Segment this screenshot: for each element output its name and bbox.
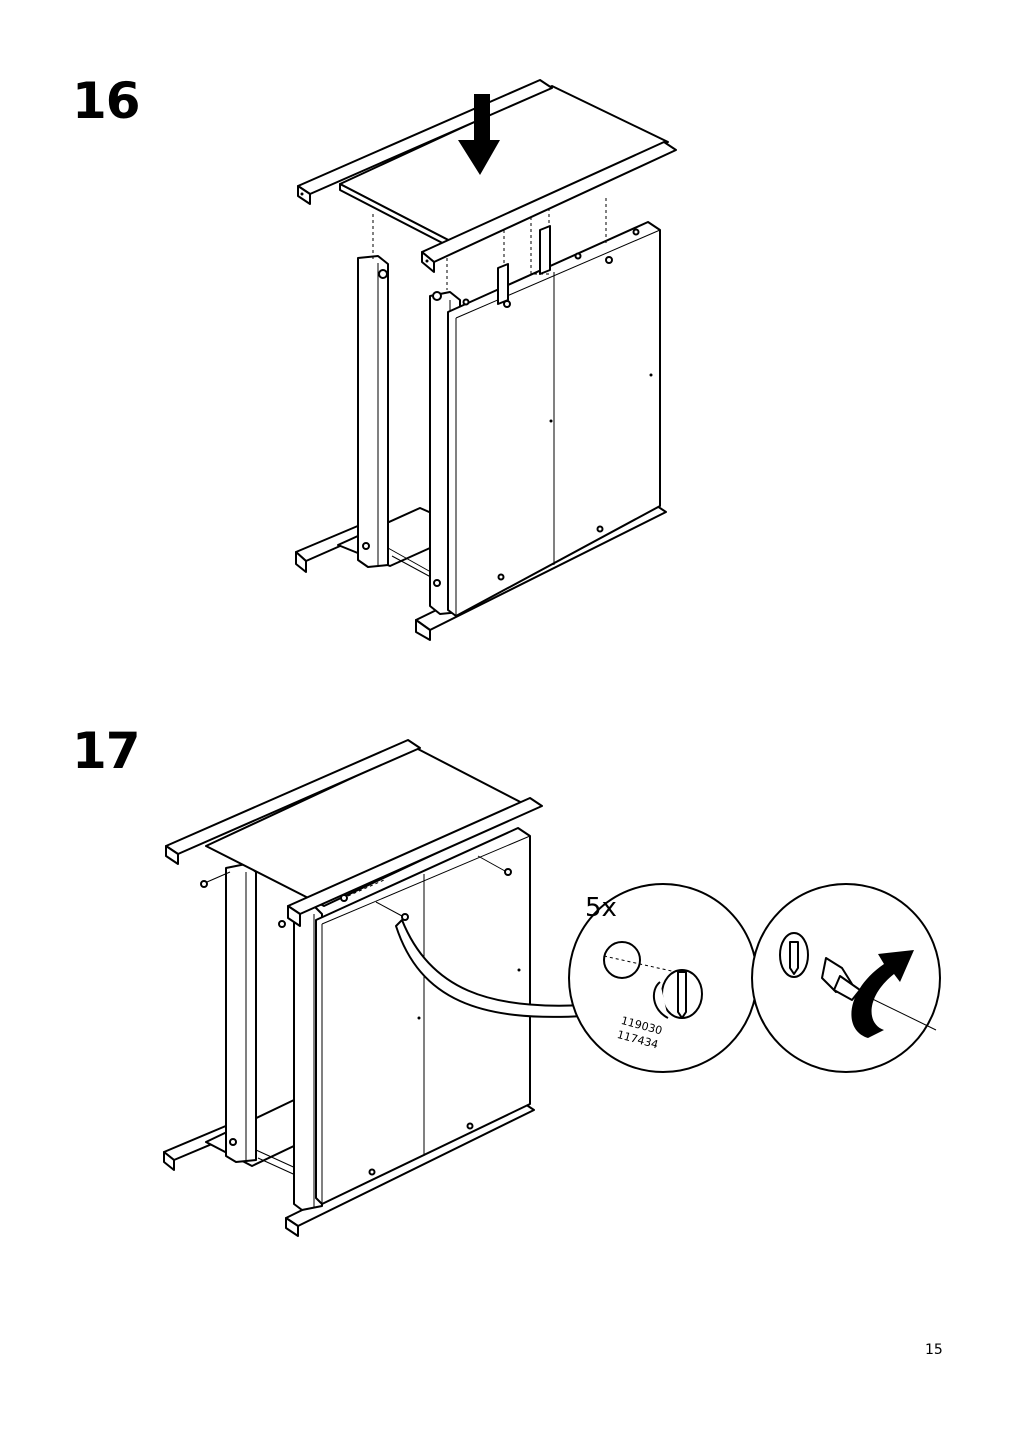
rotate-arrow-icon (851, 950, 914, 1038)
cam-lock-icon (652, 969, 703, 1019)
step-17-illustration (163, 739, 941, 1237)
screwdriver-icon (821, 957, 861, 1001)
page-number: 15 (925, 1342, 943, 1358)
step-16-number: 16 (72, 72, 141, 130)
down-arrow-icon (458, 94, 500, 175)
callout-quantity: 5x (585, 893, 617, 923)
step-17-number: 17 (72, 722, 141, 780)
step-16-illustration (295, 79, 677, 641)
